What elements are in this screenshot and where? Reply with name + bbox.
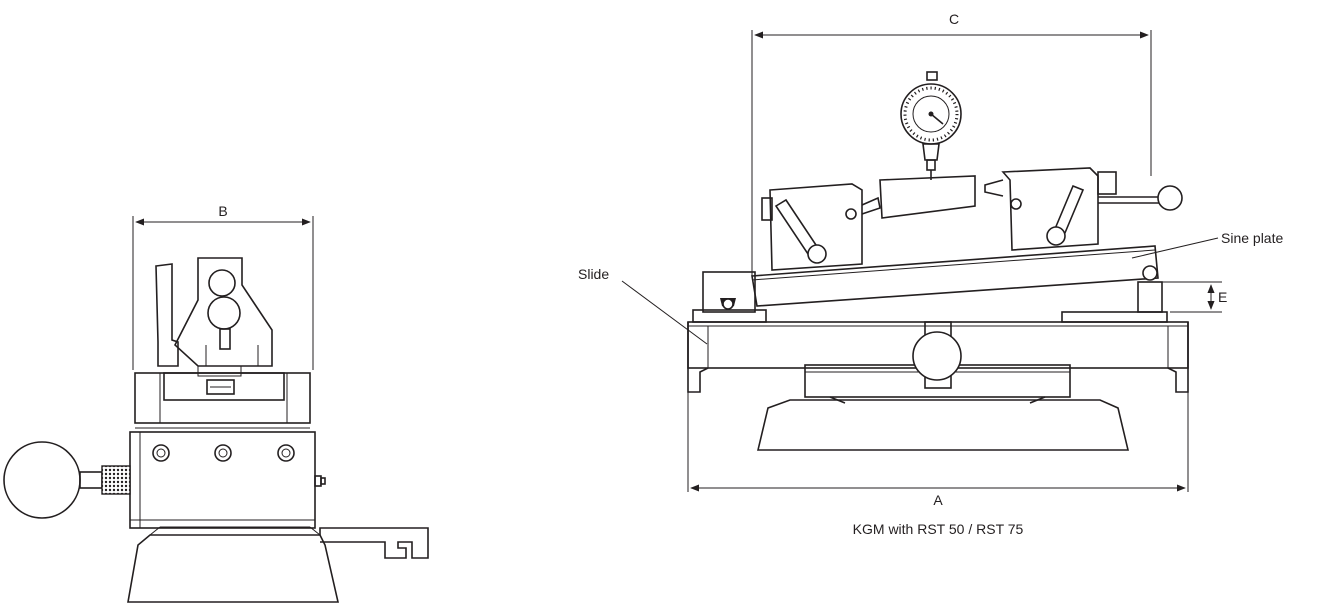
label-slide: Slide bbox=[578, 266, 708, 345]
side-view: B bbox=[3, 203, 429, 603]
side-view-base bbox=[127, 526, 429, 603]
caption: KGM with RST 50 / RST 75 bbox=[853, 521, 1024, 537]
side-view-tailstock bbox=[174, 257, 273, 367]
dimension-a-label: A bbox=[933, 492, 943, 508]
sine-plate bbox=[751, 245, 1159, 307]
side-view-knob[interactable] bbox=[3, 441, 131, 519]
dial-indicator-icon bbox=[900, 71, 962, 180]
dimension-b: B bbox=[132, 203, 314, 370]
dimension-e: E bbox=[1162, 281, 1227, 313]
side-view-lever[interactable] bbox=[155, 263, 179, 367]
slide-knob[interactable] bbox=[912, 331, 962, 381]
headstock-left bbox=[761, 183, 881, 271]
dimension-c-label: C bbox=[949, 11, 959, 27]
side-view-carriage bbox=[134, 365, 311, 429]
headstock-right bbox=[984, 167, 1183, 251]
dimension-b-label: B bbox=[218, 203, 227, 219]
bolt-icon bbox=[214, 444, 232, 462]
label-slide-text: Slide bbox=[578, 266, 609, 282]
workpiece bbox=[879, 175, 976, 219]
bolt-icon bbox=[152, 444, 170, 462]
slide bbox=[687, 271, 1189, 393]
label-sine-plate: Sine plate bbox=[1131, 230, 1283, 259]
label-sine-plate-text: Sine plate bbox=[1221, 230, 1283, 246]
front-view: C A E Slide Sine plate KGM with RST 50 /… bbox=[578, 11, 1283, 537]
front-view-base bbox=[756, 364, 1130, 451]
bolt-icon bbox=[277, 444, 295, 462]
dimension-e-label: E bbox=[1218, 289, 1227, 305]
dimension-c: C bbox=[751, 11, 1152, 276]
dimension-a: A bbox=[687, 392, 1189, 508]
side-view-body bbox=[129, 431, 326, 529]
